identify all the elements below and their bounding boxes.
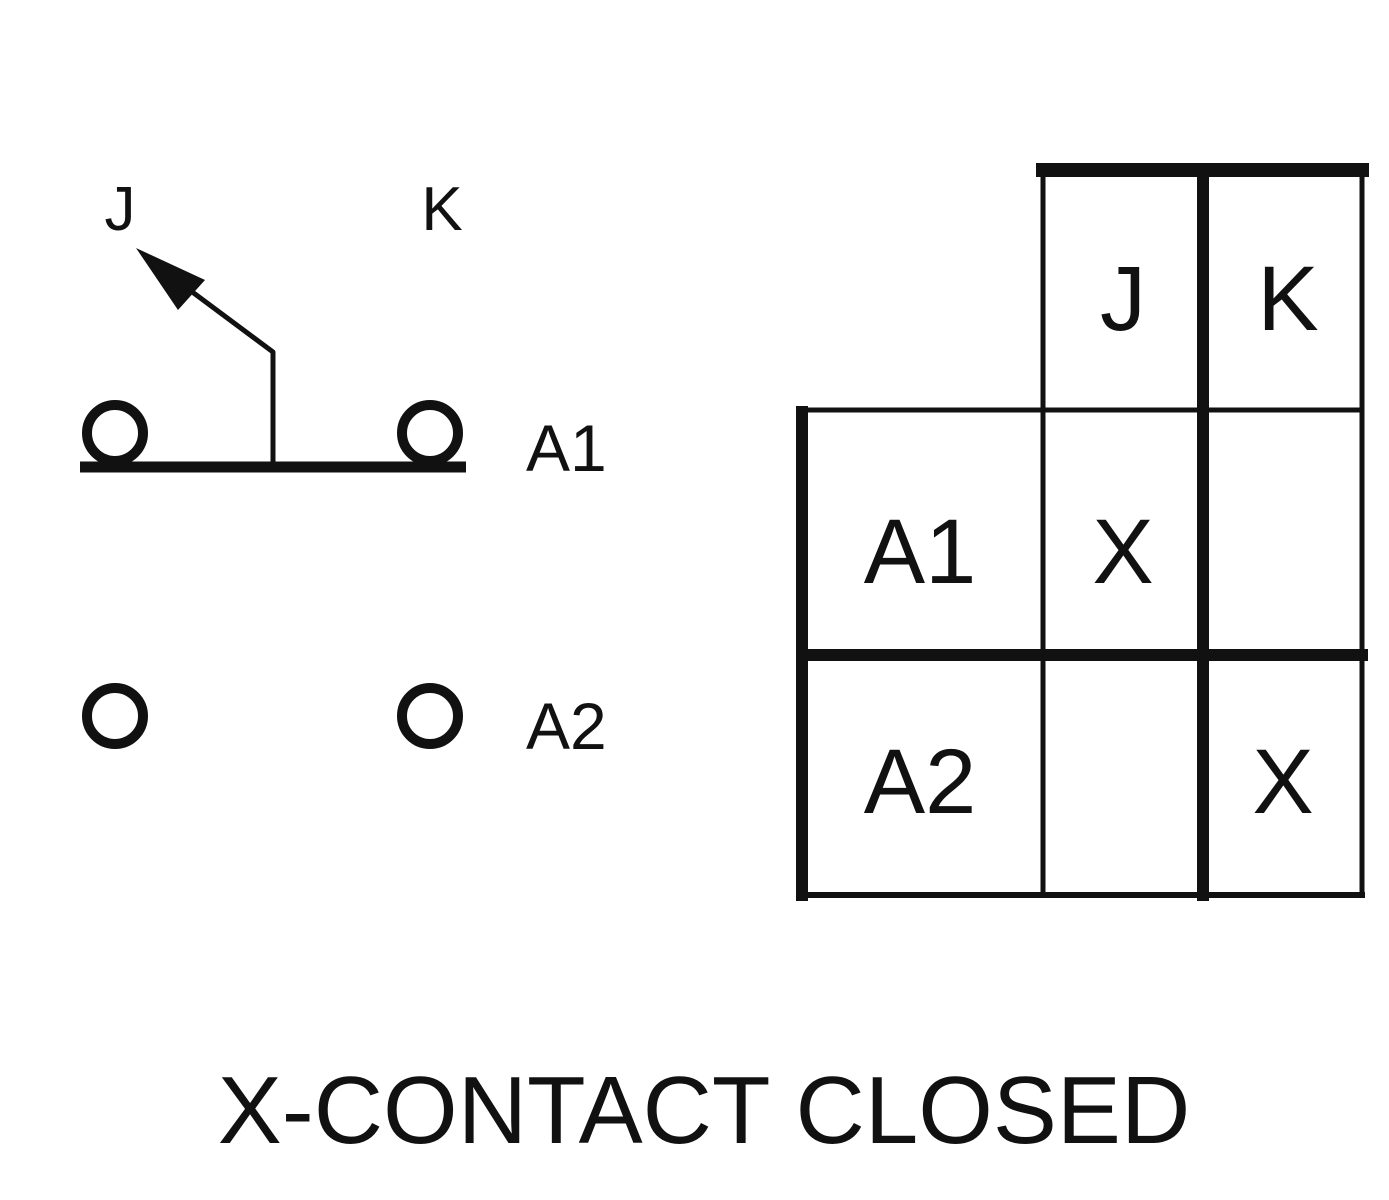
terminal-label-k: K	[421, 175, 462, 244]
table-header-j: J	[1100, 248, 1146, 350]
terminal-label-j: J	[105, 175, 136, 244]
position-label-a1: A1	[526, 411, 607, 485]
table-cell-a1-j: X	[1092, 501, 1153, 603]
contact-a1-k	[397, 400, 463, 466]
diagram-caption: X-CONTACT CLOSED	[218, 1057, 1191, 1164]
table-cell-a2-k: X	[1252, 731, 1313, 833]
actuator-arrow-head	[136, 248, 205, 310]
contact-a2-j	[82, 683, 148, 749]
contact-a1-j	[82, 400, 148, 466]
switch-schematic: J K A1 A2	[80, 175, 607, 763]
position-label-a2: A2	[526, 689, 607, 763]
truth-table: J K A1 A2 X X	[796, 163, 1369, 901]
table-row-label-a2: A2	[864, 731, 977, 833]
table-row-label-a1: A1	[864, 501, 977, 603]
table-header-k: K	[1257, 248, 1318, 350]
contact-a2-k	[397, 683, 463, 749]
